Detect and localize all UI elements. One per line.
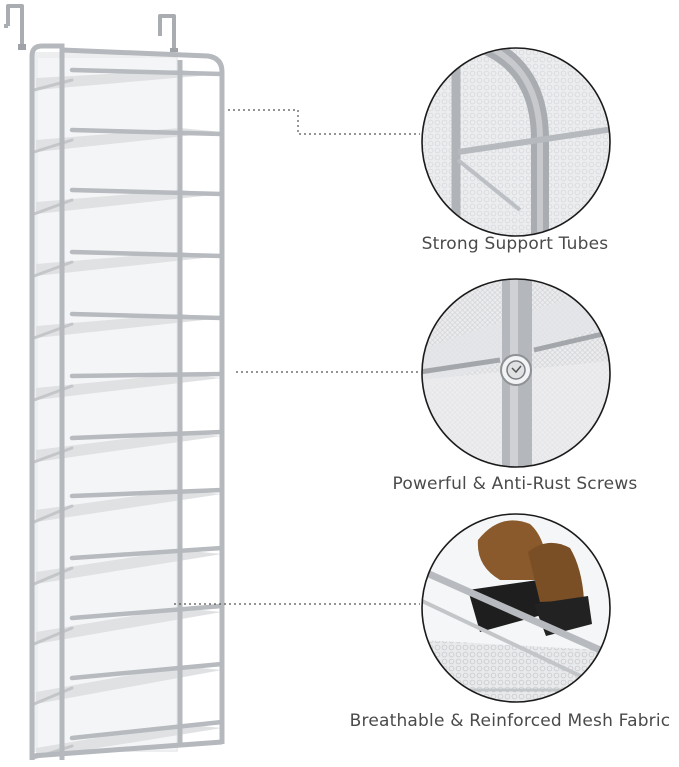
shelf-bars — [69, 67, 225, 741]
shelves — [36, 70, 222, 758]
feature-caption-screws: Powerful & Anti-Rust Screws — [392, 474, 638, 494]
screw-closeup-icon — [421, 278, 611, 468]
mesh-shelf-with-boots-closeup-icon — [421, 513, 611, 703]
door-hook-left — [4, 4, 24, 48]
support-tube-closeup-icon — [421, 47, 611, 237]
callout-lines — [174, 109, 420, 605]
feature-caption-mesh: Breathable & Reinforced Mesh Fabric — [349, 711, 671, 731]
shoe-rack — [4, 4, 225, 760]
rack-frame — [29, 43, 225, 760]
feature-caption-support-tubes: Strong Support Tubes — [421, 234, 609, 254]
door-hook-right — [158, 14, 176, 52]
